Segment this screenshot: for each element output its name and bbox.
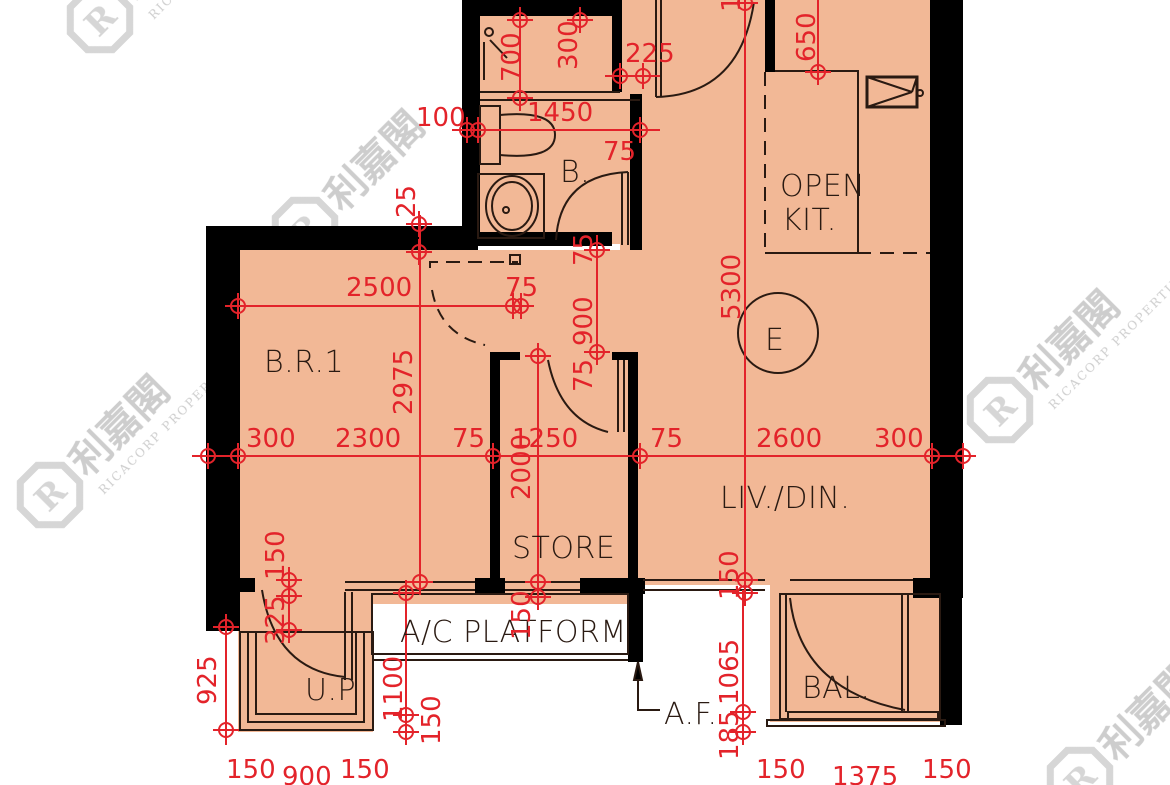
unit-marker-circle bbox=[737, 292, 819, 374]
dim-650: 650 bbox=[792, 12, 822, 62]
room-label-balcony: BAL. bbox=[802, 671, 870, 706]
dim-75-left: 75 bbox=[452, 424, 485, 454]
dim-75-right: 75 bbox=[650, 424, 683, 454]
dim-1100: 1100 bbox=[379, 656, 409, 722]
dim-75-bath: 75 bbox=[603, 137, 636, 167]
dim-bottom-150-a: 150 bbox=[226, 755, 276, 785]
dim-700: 700 bbox=[497, 32, 527, 82]
watermark-brand-en: RICACORP PROPERTIES bbox=[146, 0, 292, 22]
outlines bbox=[239, 0, 946, 731]
dim-925: 925 bbox=[193, 655, 223, 705]
room-label-utility-platform: U.P. bbox=[305, 673, 361, 708]
watermark-brand-cn: 利嘉閣 bbox=[1091, 652, 1170, 770]
dim-1-top: 1 bbox=[717, 0, 747, 12]
dim-185: 185 bbox=[715, 710, 745, 760]
dim-150-ac-b: 150 bbox=[507, 590, 537, 640]
dim-bottom-150-c: 150 bbox=[756, 755, 806, 785]
dim-150-up: 150 bbox=[261, 530, 291, 580]
room-label-living-dining: LIV./DIN. bbox=[720, 481, 850, 516]
dim-25: 25 bbox=[392, 185, 422, 218]
dim-325: 325 bbox=[261, 595, 291, 645]
dim-75-corr-a: 75 bbox=[569, 233, 599, 266]
dim-2300: 2300 bbox=[335, 424, 401, 454]
dim-2600: 2600 bbox=[756, 424, 822, 454]
dim-2500: 2500 bbox=[346, 273, 412, 303]
dim-bottom-900: 900 bbox=[282, 762, 332, 785]
dimension-labels: 225 100 1450 75 2500 75 300 2300 75 1250… bbox=[193, 0, 972, 785]
dim-75-corr-b: 75 bbox=[569, 359, 599, 392]
room-label-open-kitchen-1: OPEN bbox=[780, 169, 865, 204]
dim-1250: 1250 bbox=[512, 424, 578, 454]
room-label-ac-platform: A/C PLATFORM bbox=[400, 615, 627, 650]
dim-225: 225 bbox=[625, 39, 675, 69]
dim-300-bath: 300 bbox=[554, 20, 584, 70]
dim-1450: 1450 bbox=[527, 98, 593, 128]
unit-marker-letter: E bbox=[765, 323, 784, 358]
dim-900: 900 bbox=[569, 296, 599, 346]
dim-bottom-150-b: 150 bbox=[340, 755, 390, 785]
dim-300-right: 300 bbox=[874, 424, 924, 454]
room-labels: B. OPEN KIT. B.R.1 E STORE LIV./DIN. A/C… bbox=[264, 155, 870, 732]
dim-2000: 2000 bbox=[507, 434, 537, 500]
dim-150-bal: 150 bbox=[715, 550, 745, 600]
dim-bottom-1375: 1375 bbox=[832, 762, 898, 785]
dim-1065: 1065 bbox=[715, 639, 745, 705]
dim-5300: 5300 bbox=[717, 254, 747, 320]
dim-bottom-150-d: 150 bbox=[922, 755, 972, 785]
walls bbox=[206, 0, 963, 725]
label-architectural-feature: A.F. bbox=[664, 697, 718, 732]
dim-100: 100 bbox=[416, 103, 466, 133]
room-label-store: STORE bbox=[512, 531, 615, 566]
dim-2975: 2975 bbox=[389, 349, 419, 415]
room-label-open-kitchen-2: KIT. bbox=[782, 203, 837, 238]
room-label-bathroom: B. bbox=[560, 155, 590, 190]
dim-300-left: 300 bbox=[246, 424, 296, 454]
dim-150-ac: 150 bbox=[417, 695, 447, 745]
room-label-bedroom-1: B.R.1 bbox=[264, 345, 344, 380]
dim-75-br: 75 bbox=[505, 273, 538, 303]
